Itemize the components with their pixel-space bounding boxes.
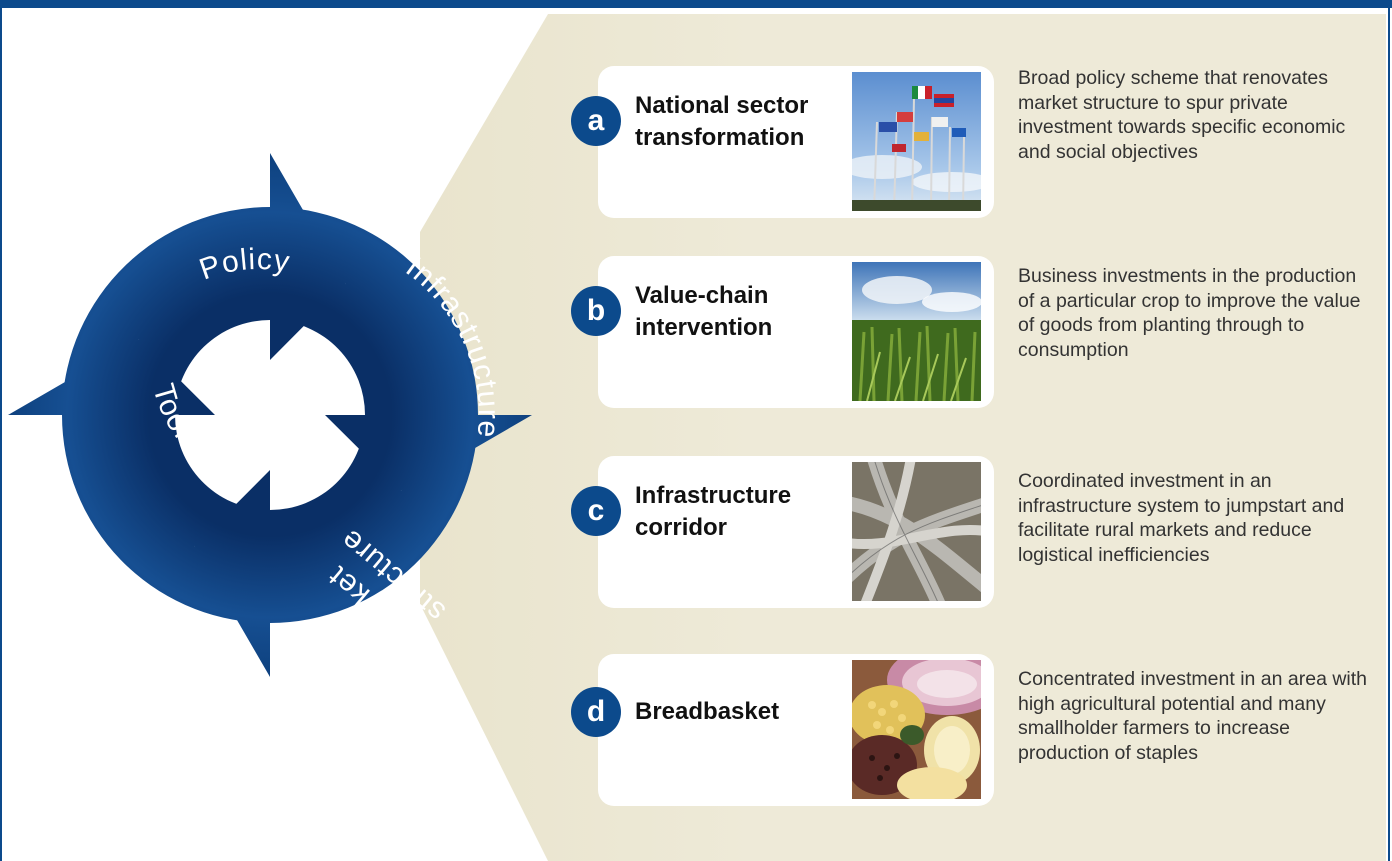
cycle-arrows xyxy=(8,153,532,677)
letter-badge: b xyxy=(571,286,621,336)
card-title: Breadbasket xyxy=(635,698,780,725)
letter-badge: d xyxy=(571,687,621,737)
description-infrastructure-corridor: Coordinated investment in an infrastruct… xyxy=(1018,470,1345,566)
card-title: Infrastructure corridor xyxy=(635,482,792,541)
description-value-chain: Business investments in the production o… xyxy=(1018,265,1361,361)
letter-badge: c xyxy=(571,486,621,536)
card-value-chain: b Value-chain intervention xyxy=(571,256,994,408)
card-infrastructure-corridor: c Infrastructure corridor xyxy=(571,456,994,608)
description-breadbasket: Concentrated investment in an area with … xyxy=(1018,668,1368,764)
market-structure-arrow xyxy=(194,418,478,677)
staple-foods-photo xyxy=(852,660,981,799)
letter-badge: a xyxy=(571,96,621,146)
beige-callout-panel xyxy=(420,14,1386,861)
card-breadbasket: d Breadbasket xyxy=(571,654,994,806)
cycle-diagram: Policy Infrastructure Tools Market struc… xyxy=(8,153,532,677)
infrastructure-arrow xyxy=(273,207,532,491)
description-national-sector: Broad policy scheme that renovates marke… xyxy=(1018,67,1346,163)
tools-arrow xyxy=(8,339,267,623)
card-title: National sector transformation xyxy=(635,92,809,151)
top-accent-bar xyxy=(0,0,1392,8)
policy-arrow xyxy=(62,153,346,412)
card-national-sector: a National sector transformation xyxy=(571,66,994,218)
crop-field-photo xyxy=(852,262,981,401)
highway-interchange-photo xyxy=(852,462,981,601)
card-title: Value-chain intervention xyxy=(635,282,773,341)
flags-photo xyxy=(852,72,981,211)
